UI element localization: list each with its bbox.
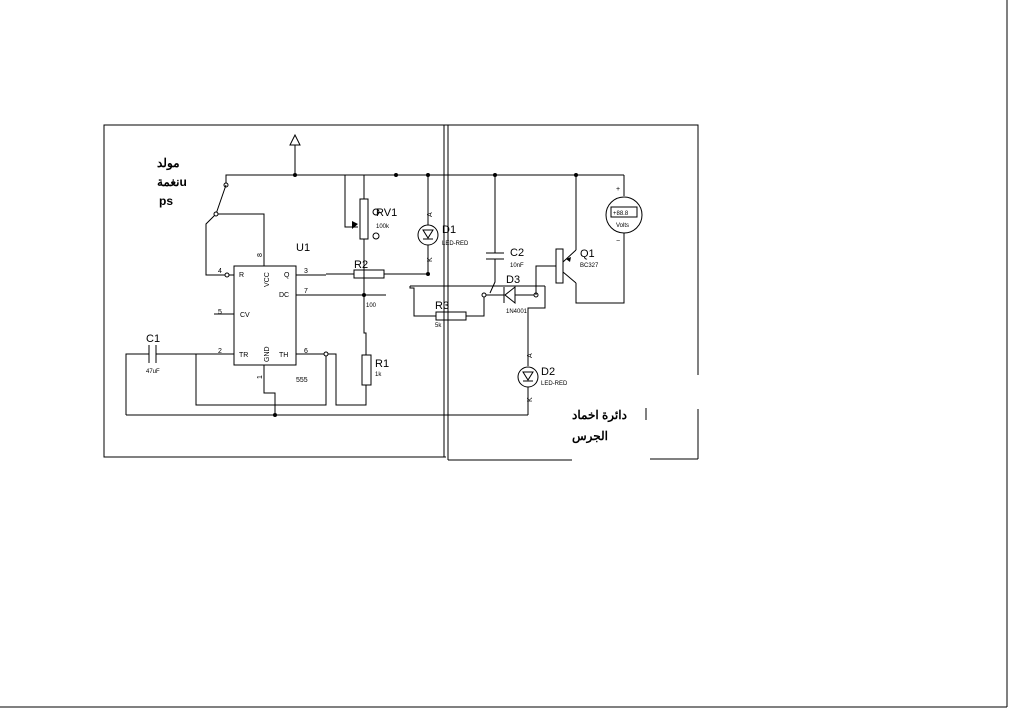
d1-anode-label: A — [427, 212, 434, 217]
u1-555-timer: U1 555 R VCC Q DC CV TR GND TH 8 4 3 7 5… — [196, 242, 326, 386]
d2-anode-label: A — [527, 353, 534, 358]
u1-pin-vcc-label: VCC — [264, 272, 271, 287]
power-terminal — [289, 133, 301, 175]
u1-reset-vcc-wiring — [205, 184, 265, 278]
u1-reference: U1 — [296, 242, 310, 254]
discharge-network: R1 1k — [326, 293, 389, 406]
r1-value: 1k — [375, 372, 382, 378]
bell-label-line1: دائرة اخماد — [572, 408, 627, 423]
voltmeter-minus: − — [616, 238, 620, 245]
d1-value: LED-RED — [442, 241, 469, 247]
bell-label-line2: الجرس — [572, 429, 608, 444]
d3-value: 1N4001 — [506, 309, 528, 315]
c1-reference: C1 — [146, 333, 160, 345]
u1-pin7-number: 7 — [304, 288, 308, 295]
u1-pin-dc-label: DC — [279, 292, 289, 299]
d2-led: D2 LED-RED A K — [517, 286, 568, 415]
r3-value: 5k — [435, 323, 442, 329]
d2-value: LED-RED — [541, 381, 568, 387]
c1-value: 47uF — [146, 369, 160, 375]
generator-annotation: مولد نغمةu ps — [157, 156, 187, 208]
c1-capacitor: C1 47uF — [125, 333, 196, 415]
generator-block-border — [103, 124, 447, 458]
voltmeter-reading: +88.8 — [613, 211, 629, 217]
voltmeter-plus: + — [616, 186, 620, 193]
c2-capacitor: C2 10nF — [486, 175, 524, 294]
generator-label-line3: ps — [159, 194, 173, 208]
u1-pin4-number: 4 — [218, 268, 222, 275]
voltmeter: +88.8 Volts + − — [605, 186, 643, 245]
u1-pin-r-label: R — [239, 272, 244, 279]
u1-pin-gnd-label: GND — [264, 346, 271, 362]
u1-pin6-number: 6 — [304, 348, 308, 355]
u1-pin1-number: 1 — [257, 375, 264, 379]
u1-pin-q-label: Q — [284, 272, 290, 279]
u1-pin-th-label: TH — [279, 352, 288, 359]
d3-reference: D3 — [506, 274, 520, 286]
u1-pin-cv-label: CV — [240, 312, 250, 319]
d2-cathode-label: K — [527, 397, 534, 402]
voltmeter-unit: Volts — [616, 223, 629, 229]
q1-value: BC327 — [580, 263, 599, 269]
u1-pin3-number: 3 — [304, 268, 308, 275]
bell-suppression-block-border — [444, 124, 699, 461]
d3-diode: D3 1N4001 — [496, 274, 539, 315]
r3-reference: R3 — [435, 300, 449, 312]
generator-label-line1: مولد — [157, 156, 180, 171]
d1-cathode-label: K — [427, 257, 434, 262]
r3-resistor: R3 5k — [409, 285, 545, 329]
rv1-potentiometer: RV1 100k — [344, 175, 397, 295]
u1-pin8-number: 8 — [257, 253, 264, 257]
d2-reference: D2 — [541, 366, 555, 378]
c2-reference: C2 — [510, 247, 524, 259]
r2-value: 100 — [366, 303, 377, 309]
q1-transistor: Q1 BC327 — [535, 175, 625, 304]
r2-resistor: R2 100 — [326, 259, 430, 309]
ground-return-line — [126, 386, 528, 417]
supply-rail — [223, 173, 625, 196]
u1-pin-tr-label: TR — [239, 352, 248, 359]
d1-led: D1 LED-RED A K — [417, 175, 469, 274]
u1-pin2-number: 2 — [218, 348, 222, 355]
u1-part-label: 555 — [296, 377, 308, 384]
generator-label-line2: نغمةu — [157, 175, 187, 189]
bell-annotation: دائرة اخماد الجرس — [552, 403, 644, 459]
r2-reference: R2 — [354, 259, 368, 271]
trigger-threshold-wiring — [195, 351, 329, 406]
r1-reference: R1 — [375, 358, 389, 370]
d1-reference: D1 — [442, 224, 456, 236]
rv1-value: 100k — [376, 224, 390, 230]
c2-value: 10nF — [510, 263, 524, 269]
u1-pin5-number: 5 — [218, 309, 222, 316]
q1-reference: Q1 — [580, 248, 595, 260]
rv1-reference: RV1 — [376, 207, 397, 219]
